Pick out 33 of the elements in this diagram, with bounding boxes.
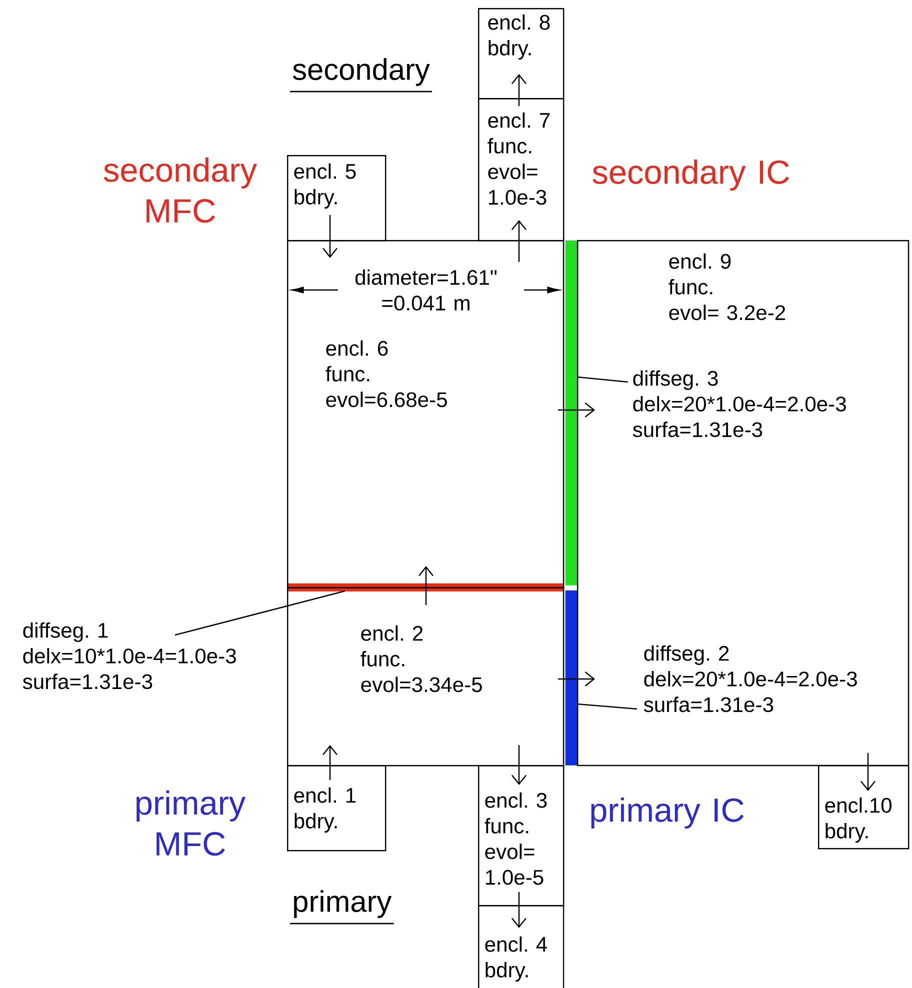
region-label: secondary IC: [592, 159, 789, 191]
segment-bar: [565, 590, 578, 766]
section-heading: secondary: [290, 58, 432, 92]
leader-line: [576, 376, 628, 383]
arrow: [322, 745, 338, 780]
arrow: [511, 220, 527, 262]
arrow: [512, 892, 526, 928]
annotation-text: diffseg. 3 delx=20*1.0e-4=2.0e-3 surfa=1.31e-3: [632, 370, 846, 438]
arrow: [511, 74, 527, 106]
region-label: primary IC: [591, 797, 744, 829]
enclosure-box: encl. 4 bdry.: [478, 905, 564, 988]
arrow: [558, 672, 595, 687]
arrow: [558, 402, 595, 418]
annotation-text: diffseg. 1 delx=10*1.0e-4=1.0e-3 surfa=1.31e-3: [22, 622, 236, 690]
enclosure-box: encl.10 bdry.: [818, 765, 910, 850]
leader-line: [174, 590, 346, 636]
enclosure-box: encl. 3 func. evol= 1.0e-5: [478, 765, 564, 906]
enclosure-box: encl. 1 bdry.: [287, 765, 386, 852]
region-label: secondary MFC: [104, 157, 257, 223]
segment-bar: [565, 240, 578, 586]
arrow: [322, 215, 338, 258]
arrow: [511, 745, 527, 785]
section-heading: primary: [290, 890, 394, 924]
enclosure-box: encl. 7 func. evol= 1.0e-3: [478, 98, 564, 242]
arrow: [418, 566, 434, 605]
dimension-label: diameter=1.61" =0.041 m: [355, 269, 496, 311]
arrow: [860, 753, 876, 791]
region-label: primary MFC: [136, 790, 246, 856]
enclosure-box: encl. 2 func. evol=3.34e-5: [287, 587, 564, 766]
enclosure-box: encl. 5 bdry.: [287, 155, 386, 242]
leader-line: [576, 703, 638, 710]
enclosure-box: encl. 8 bdry.: [478, 8, 564, 100]
annotation-text: diffseg. 2 delx=20*1.0e-4=2.0e-3 surfa=1.31e-3: [644, 645, 857, 712]
